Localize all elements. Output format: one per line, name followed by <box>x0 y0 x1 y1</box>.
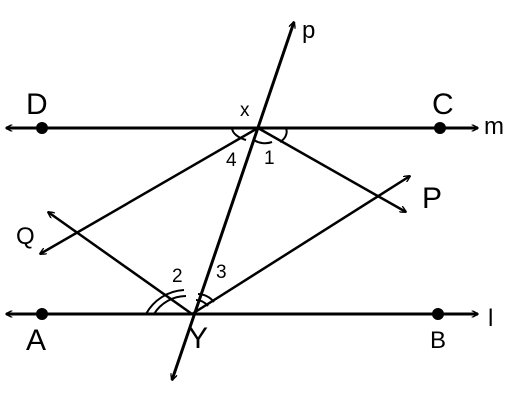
angle-arc-4 <box>231 127 247 141</box>
label-l: l <box>488 305 493 332</box>
label-x: x <box>240 100 250 121</box>
angle-arc-2-outer <box>145 289 185 315</box>
ray-xp <box>257 126 406 212</box>
transversal-p <box>172 22 294 380</box>
angle-arc-c-side <box>279 127 288 143</box>
label-p-line: p <box>302 17 315 44</box>
label-a: A <box>26 324 46 357</box>
angle-arc-2-inner <box>153 295 187 315</box>
angle-arc-3-outer <box>197 293 215 303</box>
ray-yp <box>191 176 410 316</box>
label-angle-1: 1 <box>264 148 275 169</box>
label-point-q: Q <box>16 223 35 250</box>
label-point-p: P <box>422 182 442 215</box>
label-b: B <box>430 327 446 354</box>
label-d: D <box>26 88 48 121</box>
point-a <box>36 308 48 320</box>
angle-arc-3-inner <box>195 299 209 307</box>
point-d <box>36 122 48 134</box>
label-y: Y <box>188 322 208 355</box>
label-angle-4: 4 <box>226 150 237 171</box>
point-c <box>434 122 446 134</box>
ray-xq <box>40 126 259 254</box>
label-angle-2: 2 <box>172 266 183 287</box>
point-b <box>432 308 444 320</box>
label-c: C <box>432 88 454 121</box>
label-angle-3: 3 <box>216 262 227 283</box>
angle-arc-1 <box>253 139 273 145</box>
ray-yq <box>48 212 193 316</box>
label-m: m <box>484 113 504 140</box>
